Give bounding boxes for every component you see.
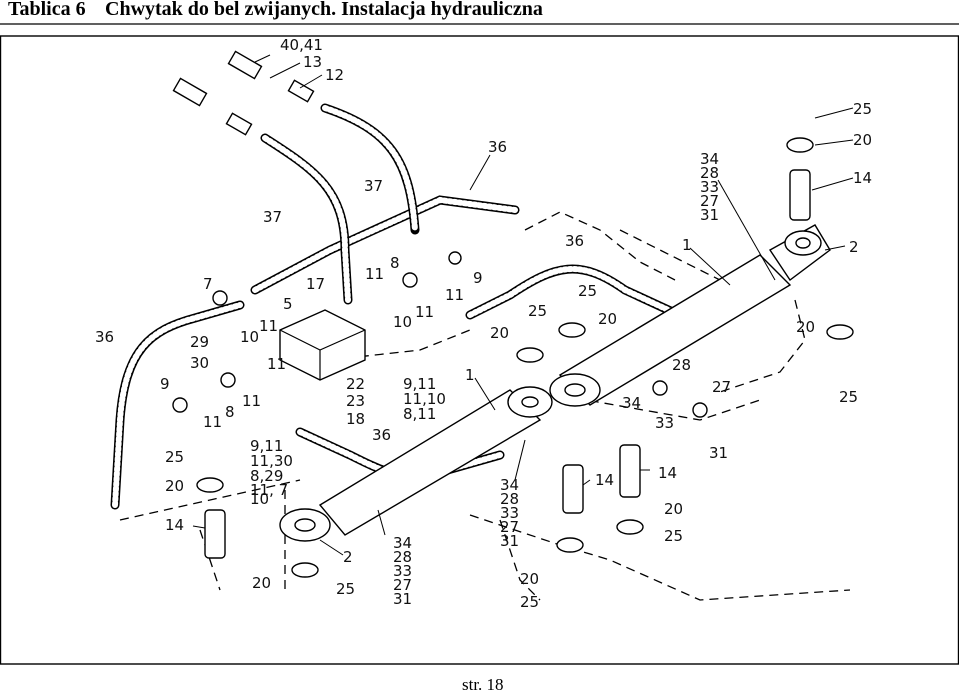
table-label: Tablica 6 xyxy=(8,0,86,20)
callout-25: 25 xyxy=(578,282,597,300)
valve-block xyxy=(279,309,366,381)
callout-11: 11 xyxy=(365,265,384,283)
callout-36: 36 xyxy=(488,138,507,156)
callout-29: 29 xyxy=(190,333,209,351)
callout-27: 27 xyxy=(712,378,731,396)
callout-25: 25 xyxy=(528,302,547,320)
callout-11: 11 xyxy=(203,413,222,431)
callout-36: 36 xyxy=(95,328,114,346)
callout-11: 11 xyxy=(445,286,464,304)
callout-20: 20 xyxy=(520,570,539,588)
leader-lines xyxy=(192,54,854,556)
callout-7: 7 xyxy=(203,275,213,293)
washers xyxy=(196,137,854,578)
header: Tablica 6 Chwytak do bel zwijanych. Inst… xyxy=(0,0,959,22)
callout-25: 25 xyxy=(336,580,355,598)
callout-11: 11 xyxy=(267,355,286,373)
callout-group-c-4: 27 xyxy=(393,576,412,594)
callout-22: 22 xyxy=(346,375,365,393)
callout-5: 5 xyxy=(283,295,293,313)
page-title: Chwytak do bel zwijanych. Instalacja hyd… xyxy=(105,0,543,20)
callout-25: 25 xyxy=(165,448,184,466)
callout-37: 37 xyxy=(364,177,383,195)
callout-group-c-3: 33 xyxy=(393,562,412,580)
callout-group-c-5: 31 xyxy=(393,590,412,608)
callout-37: 37 xyxy=(263,208,282,226)
callout-20: 20 xyxy=(165,477,184,495)
callout-group-d-2: 28 xyxy=(500,490,519,508)
callout-13: 13 xyxy=(303,53,322,71)
callout-17: 17 xyxy=(306,275,325,293)
callout-18: 18 xyxy=(346,410,365,428)
callout-group-d-4: 27 xyxy=(500,518,519,536)
callout-25: 25 xyxy=(839,388,858,406)
callout-9: 9 xyxy=(473,269,483,287)
callout-20: 20 xyxy=(796,318,815,336)
callout-group-a-1: 9,11 xyxy=(403,375,436,393)
callout-25: 25 xyxy=(853,100,872,118)
callout-group-e-5: 31 xyxy=(700,206,719,224)
callout-25: 25 xyxy=(664,527,683,545)
callout-12: 12 xyxy=(325,66,344,84)
callout-group-b-4: 11, 7 xyxy=(250,481,288,499)
callout-20: 20 xyxy=(490,324,509,342)
callout-14: 14 xyxy=(595,471,614,489)
callout-8: 8 xyxy=(225,403,235,421)
hoses xyxy=(110,103,695,510)
callout-10: 10 xyxy=(240,328,259,346)
callout-28: 28 xyxy=(672,356,691,374)
callout-group-b-3: 8,29 xyxy=(250,467,283,485)
callout-labels: 40,41 13 12 36 37 37 7 17 11 8 9 11 5 11… xyxy=(95,36,872,611)
callout-group-a-2: 11,10 xyxy=(403,390,446,408)
pins xyxy=(204,169,811,559)
callout-31: 31 xyxy=(709,444,728,462)
callout-group-e-3: 33 xyxy=(700,178,719,196)
callout-group-e-1: 34 xyxy=(700,150,719,168)
callout-group-d-5: 31 xyxy=(500,532,519,550)
fittings xyxy=(172,50,708,418)
callout-34: 34 xyxy=(622,394,641,412)
cylinder-lower xyxy=(279,386,553,542)
callout-2: 2 xyxy=(849,238,859,256)
callout-11: 11 xyxy=(259,317,278,335)
callout-20: 20 xyxy=(598,310,617,328)
callout-9: 9 xyxy=(160,375,170,393)
callout-14: 14 xyxy=(165,516,184,534)
callout-group-a-3: 8,11 xyxy=(403,405,436,423)
callout-30: 30 xyxy=(190,354,209,372)
callout-group-d-1: 34 xyxy=(500,476,519,494)
callout-11: 11 xyxy=(242,392,261,410)
callout-8: 8 xyxy=(390,254,400,272)
callout-1: 1 xyxy=(465,366,475,384)
callout-14: 14 xyxy=(658,464,677,482)
cylinder-upper xyxy=(549,224,831,407)
callout-36: 36 xyxy=(565,232,584,250)
assembly-guide-lines xyxy=(119,211,851,601)
page-number: str. 18 xyxy=(462,675,504,694)
callout-33: 33 xyxy=(655,414,674,432)
callout-14: 14 xyxy=(853,169,872,187)
callout-20: 20 xyxy=(252,574,271,592)
callout-25: 25 xyxy=(520,593,539,611)
callout-1: 1 xyxy=(682,236,692,254)
callout-2: 2 xyxy=(343,548,353,566)
callout-group-e-4: 27 xyxy=(700,192,719,210)
callout-11: 11 xyxy=(415,303,434,321)
callout-group-b-5: 10 xyxy=(250,490,269,508)
callout-20: 20 xyxy=(853,131,872,149)
callout-20: 20 xyxy=(664,500,683,518)
callout-group-b-1: 9,11 xyxy=(250,437,283,455)
callout-group-b-2: 11,30 xyxy=(250,452,293,470)
callout-10: 10 xyxy=(393,313,412,331)
callout-23: 23 xyxy=(346,392,365,410)
callout-group-d-3: 33 xyxy=(500,504,519,522)
callout-group-c-2: 28 xyxy=(393,548,412,566)
callout-group-c-1: 34 xyxy=(393,534,412,552)
callout-36: 36 xyxy=(372,426,391,444)
callout-group-e-2: 28 xyxy=(700,164,719,182)
callout-40-41: 40,41 xyxy=(280,36,323,54)
